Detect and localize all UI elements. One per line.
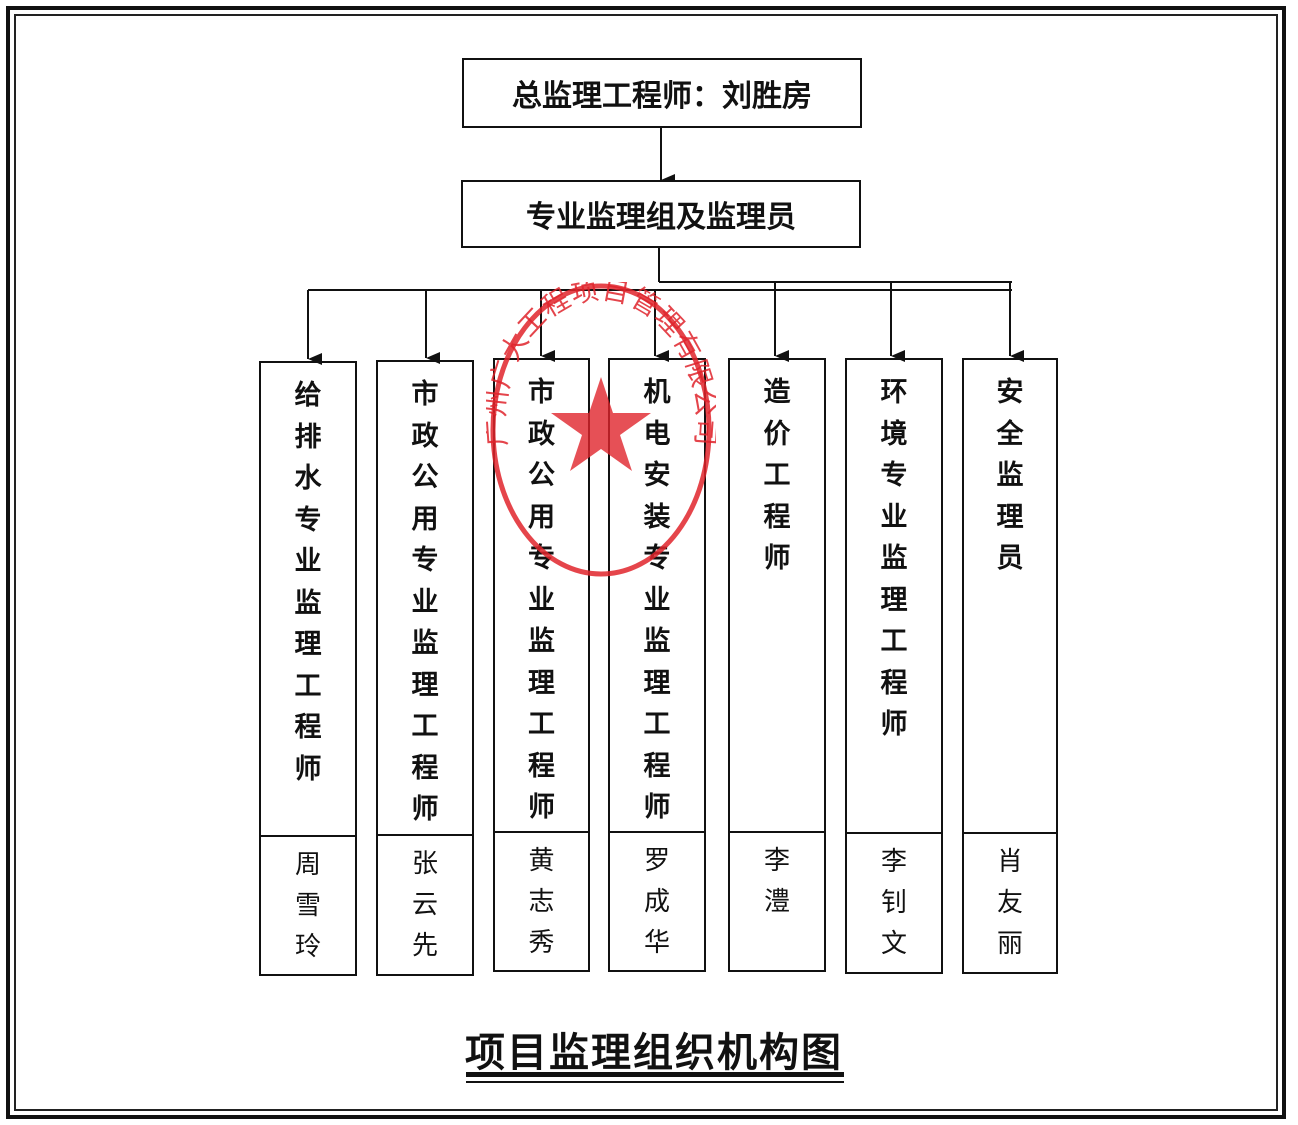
chief-engineer-box: 总监理工程师：刘胜房 <box>462 58 862 128</box>
role-label: 市政公用专业监理工程师 <box>528 377 555 823</box>
role-label: 给排水专业监理工程师 <box>294 380 322 785</box>
person-name: 黄志秀 <box>528 846 555 958</box>
person-name: 周雪玲 <box>294 850 321 962</box>
column-municipal-2: 市政公用专业监理工程师 黄志秀 <box>493 358 590 972</box>
column-municipal-1: 市政公用专业监理工程师 张云先 <box>376 360 474 976</box>
role-label: 环境专业监理工程师 <box>880 377 908 740</box>
person-name: 李澧 <box>763 846 790 917</box>
column-water-drainage: 给排水专业监理工程师 周雪玲 <box>259 361 357 976</box>
role-label: 市政公用专业监理工程师 <box>411 379 439 825</box>
supervision-group-label: 专业监理组及监理员 <box>526 200 796 235</box>
person-name: 张云先 <box>411 849 438 961</box>
column-environment: 环境专业监理工程师 李钊文 <box>845 358 943 974</box>
title-underline-thin <box>466 1081 844 1083</box>
supervision-group-box: 专业监理组及监理员 <box>461 180 861 248</box>
outer-frame <box>6 6 1286 1119</box>
column-safety: 安全监理员 肖友丽 <box>962 358 1058 974</box>
person-name: 罗成华 <box>643 846 670 958</box>
role-label: 安全监理员 <box>996 377 1024 574</box>
person-name: 李钊文 <box>880 847 907 959</box>
column-electromechanical: 机电安装专业监理工程师 罗成华 <box>608 358 706 972</box>
chief-engineer-label: 总监理工程师：刘胜房 <box>512 79 812 114</box>
role-label: 造价工程师 <box>763 377 791 574</box>
inner-frame <box>14 14 1278 1111</box>
role-label: 机电安装专业监理工程师 <box>643 377 671 823</box>
chart-title: 项目监理组织机构图 <box>465 1029 843 1076</box>
title-underline-thick <box>466 1072 844 1077</box>
column-cost-engineer: 造价工程师 李澧 <box>728 358 826 972</box>
person-name: 肖友丽 <box>996 847 1023 959</box>
